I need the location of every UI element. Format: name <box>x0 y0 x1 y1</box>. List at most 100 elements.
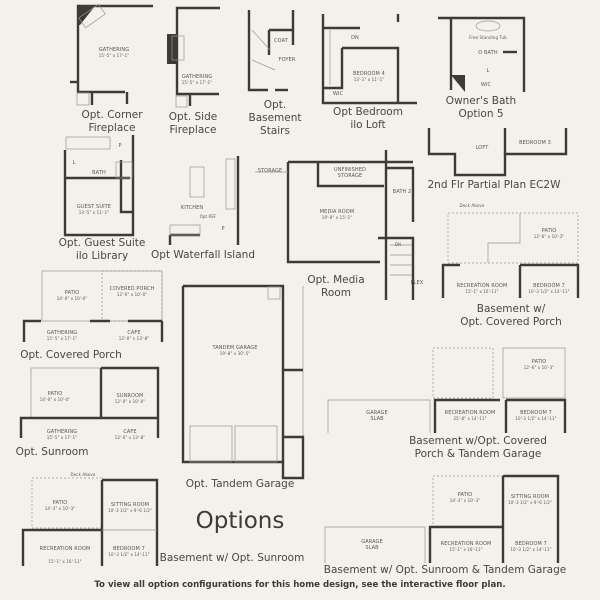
plan-tandem-garage <box>181 284 305 480</box>
caption-line: Opt. Tandem Garage <box>185 478 295 490</box>
room-label: WIC <box>480 82 492 88</box>
room-label: Deck Above <box>459 203 485 208</box>
caption-line: ilo Library <box>75 250 129 262</box>
room-label: FLEX <box>410 280 424 286</box>
caption-line: Basement w/ Opt. Sunroom <box>159 552 305 564</box>
plan-basement-stairs <box>247 10 295 92</box>
footer-note: To view all option configurations for th… <box>94 580 506 590</box>
plan-guest-suite <box>63 135 135 237</box>
caption-line: Stairs <box>260 125 290 137</box>
caption-line: Fireplace <box>88 122 136 134</box>
plan-basement-porch-garage <box>327 347 567 433</box>
caption-line: ilo Loft <box>350 119 386 131</box>
caption-line: Opt. <box>263 99 287 111</box>
room-label: Deck Above <box>70 472 96 477</box>
room-label: Free Standing Tub <box>469 35 507 40</box>
caption-line: Basement w/ Opt. Sunroom & Tandem Garage <box>323 564 567 576</box>
caption-line: Opt. Covered Porch <box>20 349 122 361</box>
room-label: UNFINISHED STORAGE <box>334 167 366 179</box>
room-label: COAT <box>274 38 288 44</box>
caption-line: Opt. Guest Suite <box>58 237 146 249</box>
room-label: BATH <box>92 170 106 176</box>
caption-line: Room <box>321 287 351 299</box>
caption-waterfall-island: Opt Waterfall Island <box>151 249 255 262</box>
caption-line: Opt Bedroom <box>333 106 403 118</box>
room-label: FOYER <box>278 57 296 63</box>
caption-line: Basement w/ <box>476 303 546 315</box>
plan-corner-fireplace <box>70 3 153 106</box>
plan-basement-sunroom <box>21 477 159 566</box>
room-label: GARAGE SLAB <box>361 539 383 551</box>
plan-2nd-flr-partial <box>427 128 568 177</box>
room-label: P <box>118 143 122 149</box>
caption-basement-covered-porch: Basement w/Opt. Covered Porch <box>460 303 562 329</box>
caption-line: Basement w/Opt. Covered <box>409 435 547 447</box>
caption-line: 2nd Flr Partial Plan EC2W <box>427 179 561 191</box>
caption-line: Opt. Covered Porch <box>460 316 562 328</box>
plan-basement-sunroom-garage <box>324 474 560 563</box>
caption-line: Opt. Corner <box>81 109 143 121</box>
page-title: Options <box>195 508 285 534</box>
room-label: GARAGE SLAB <box>366 410 388 422</box>
caption-covered-porch: Opt. Covered Porch <box>20 349 122 362</box>
room-label: O BATH <box>478 50 498 56</box>
caption-partial-plan: 2nd Flr Partial Plan EC2W <box>428 179 561 192</box>
plan-waterfall-island <box>168 156 240 245</box>
plan-basement-covered-porch <box>441 212 580 298</box>
caption-basement-sunroom-garage: Basement w/ Opt. Sunroom & Tandem Garage <box>324 564 566 577</box>
plan-side-fireplace <box>167 6 220 108</box>
room-label: BATH 2 <box>392 189 412 195</box>
caption-line: Porch & Tandem Garage <box>414 448 542 460</box>
caption-line: Fireplace <box>169 124 217 136</box>
caption-line: Opt. Side <box>168 111 218 123</box>
room-label: BEDROOM 3 <box>519 140 551 146</box>
room-label: KITCHEN <box>180 205 204 211</box>
plan-media-room <box>255 150 415 300</box>
room-label: L <box>486 68 490 74</box>
caption-line: Opt Waterfall Island <box>151 249 255 261</box>
room-label: Opt REF <box>199 214 217 219</box>
caption-line: Owner's Bath <box>445 95 517 107</box>
room-label: DN <box>351 35 359 41</box>
room-label: P <box>221 226 225 232</box>
room-label: DN <box>394 242 402 247</box>
room-label: WIC <box>332 91 344 97</box>
caption-line: Basement <box>248 112 302 124</box>
room-label: LOFT <box>475 145 489 151</box>
